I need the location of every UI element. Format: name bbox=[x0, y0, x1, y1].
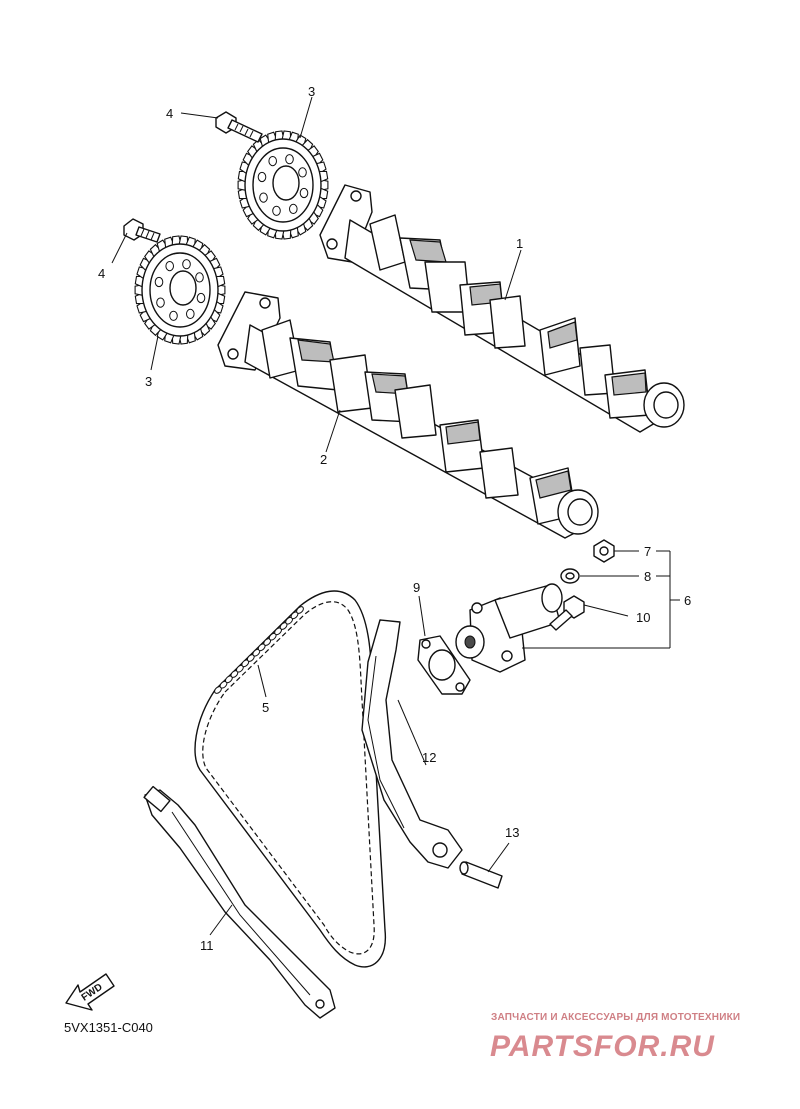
tensioner-cap-bolt bbox=[593, 539, 615, 563]
tensioner-gasket bbox=[417, 635, 471, 695]
tensioner-bolt bbox=[549, 595, 585, 631]
sprocket-bolt-lower bbox=[123, 218, 161, 243]
callout-2: 2 bbox=[320, 452, 327, 467]
callout-12: 12 bbox=[422, 750, 436, 765]
camshaft-intake bbox=[217, 291, 599, 539]
callout-4-upper: 4 bbox=[166, 106, 173, 121]
callout-7: 7 bbox=[644, 544, 651, 559]
leader-lines bbox=[111, 96, 680, 936]
callout-9: 9 bbox=[413, 580, 420, 595]
tensioner-gasket-washer bbox=[560, 568, 580, 584]
callout-13: 13 bbox=[505, 825, 519, 840]
cam-sprocket-lower bbox=[134, 235, 226, 345]
forward-direction-arrow: FWD bbox=[65, 973, 115, 1011]
watermark-logo: PARTSFOR.RU bbox=[490, 1030, 715, 1063]
callout-1: 1 bbox=[516, 236, 523, 251]
cam-sprocket-upper bbox=[237, 130, 329, 240]
guide-pin bbox=[459, 861, 503, 889]
chain-guide-tensioner-side bbox=[361, 619, 463, 869]
chain-tensioner bbox=[455, 583, 563, 673]
callout-10: 10 bbox=[636, 610, 650, 625]
callout-3-upper: 3 bbox=[308, 84, 315, 99]
camshaft-exhaust bbox=[319, 184, 685, 433]
chain-guide-exhaust-side bbox=[143, 785, 336, 1019]
callout-5: 5 bbox=[262, 700, 269, 715]
callout-11: 11 bbox=[200, 938, 214, 953]
watermark-tagline: ЗАПЧАСТИ И АКСЕССУАРЫ ДЛЯ МОТОТЕХНИКИ bbox=[491, 1012, 740, 1023]
callout-6: 6 bbox=[684, 593, 691, 608]
sprocket-bolt-upper bbox=[215, 111, 263, 143]
diagram-code: 5VX1351-C040 bbox=[64, 1020, 153, 1035]
callout-4-lower: 4 bbox=[98, 266, 105, 281]
timing-chain bbox=[194, 590, 387, 968]
callout-8: 8 bbox=[644, 569, 651, 584]
callout-3-lower: 3 bbox=[145, 374, 152, 389]
